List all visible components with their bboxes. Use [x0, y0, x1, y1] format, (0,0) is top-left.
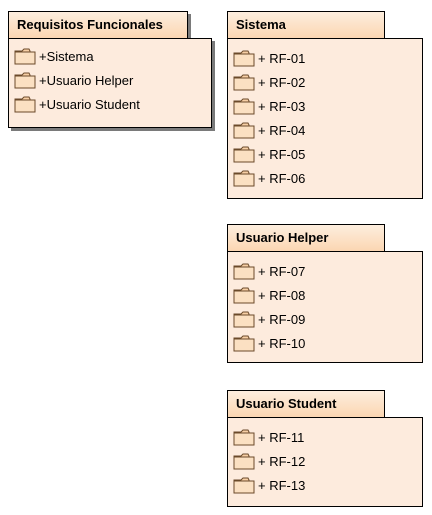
package-item-label: +Usuario Helper	[39, 72, 134, 88]
package-sistema[interactable]: Sistema + RF-01 + RF-02 + RF-03 + RF-04 …	[227, 11, 423, 199]
package-item[interactable]: +Sistema	[14, 45, 94, 67]
package-item-label: +Sistema	[39, 48, 94, 64]
package-item-label: + RF-12	[258, 453, 306, 469]
package-body-usuario-student: + RF-11 + RF-12 + RF-13	[227, 417, 423, 507]
package-folder-icon	[233, 122, 255, 139]
package-usuario-student[interactable]: Usuario Student + RF-11 + RF-12 + RF-13	[227, 390, 423, 508]
package-item-label: + RF-11	[258, 429, 305, 445]
package-item-label: + RF-10	[258, 335, 306, 351]
package-item[interactable]: + RF-10	[233, 332, 305, 354]
package-usuario-helper[interactable]: Usuario Helper + RF-07 + RF-08 + RF-09 +…	[227, 224, 423, 364]
package-folder-icon	[233, 335, 255, 352]
package-folder-icon	[233, 146, 255, 163]
package-folder-icon	[233, 429, 255, 446]
package-item-label: + RF-04	[258, 122, 306, 138]
package-item-label: + RF-06	[258, 170, 306, 186]
package-item-label: + RF-13	[258, 477, 306, 493]
package-item[interactable]: + RF-11	[233, 426, 304, 448]
package-folder-icon	[14, 96, 36, 113]
package-item-label: + RF-02	[258, 74, 306, 90]
package-item[interactable]: + RF-06	[233, 167, 305, 189]
package-item[interactable]: +Usuario Student	[14, 93, 140, 115]
package-folder-icon	[233, 263, 255, 280]
package-item-label: + RF-09	[258, 311, 306, 327]
package-folder-icon	[233, 50, 255, 67]
package-item-label: + RF-03	[258, 98, 306, 114]
package-body-requisitos-funcionales: +Sistema +Usuario Helper +Usuario Studen…	[8, 38, 212, 128]
package-item[interactable]: + RF-03	[233, 95, 305, 117]
package-item-label: +Usuario Student	[39, 96, 140, 112]
package-folder-icon	[233, 477, 255, 494]
package-folder-icon	[233, 170, 255, 187]
package-item[interactable]: + RF-04	[233, 119, 305, 141]
package-item-label: + RF-07	[258, 263, 306, 279]
package-body-sistema: + RF-01 + RF-02 + RF-03 + RF-04 + RF-05 …	[227, 38, 423, 199]
package-folder-icon	[14, 48, 36, 65]
package-tab-sistema: Sistema	[227, 11, 385, 39]
package-folder-icon	[233, 453, 255, 470]
package-item[interactable]: + RF-07	[233, 260, 305, 282]
package-folder-icon	[233, 74, 255, 91]
package-item[interactable]: +Usuario Helper	[14, 69, 133, 91]
package-tab-usuario-helper: Usuario Helper	[227, 224, 385, 252]
package-item[interactable]: + RF-09	[233, 308, 305, 330]
package-item[interactable]: + RF-12	[233, 450, 305, 472]
package-item-label: + RF-01	[258, 50, 306, 66]
package-item[interactable]: + RF-01	[233, 47, 305, 69]
package-folder-icon	[233, 98, 255, 115]
package-tab-usuario-student: Usuario Student	[227, 390, 385, 418]
package-folder-icon	[233, 287, 255, 304]
package-item-label: + RF-08	[258, 287, 306, 303]
package-item[interactable]: + RF-05	[233, 143, 305, 165]
package-item[interactable]: + RF-13	[233, 474, 305, 496]
package-body-usuario-helper: + RF-07 + RF-08 + RF-09 + RF-10	[227, 251, 423, 363]
package-item[interactable]: + RF-08	[233, 284, 305, 306]
package-item[interactable]: + RF-02	[233, 71, 305, 93]
package-tab-requisitos-funcionales: Requisitos Funcionales	[8, 11, 188, 39]
package-item-label: + RF-05	[258, 146, 306, 162]
package-folder-icon	[233, 311, 255, 328]
package-requisitos-funcionales[interactable]: Requisitos Funcionales +Sistema +Usuario…	[8, 11, 212, 131]
package-folder-icon	[14, 72, 36, 89]
